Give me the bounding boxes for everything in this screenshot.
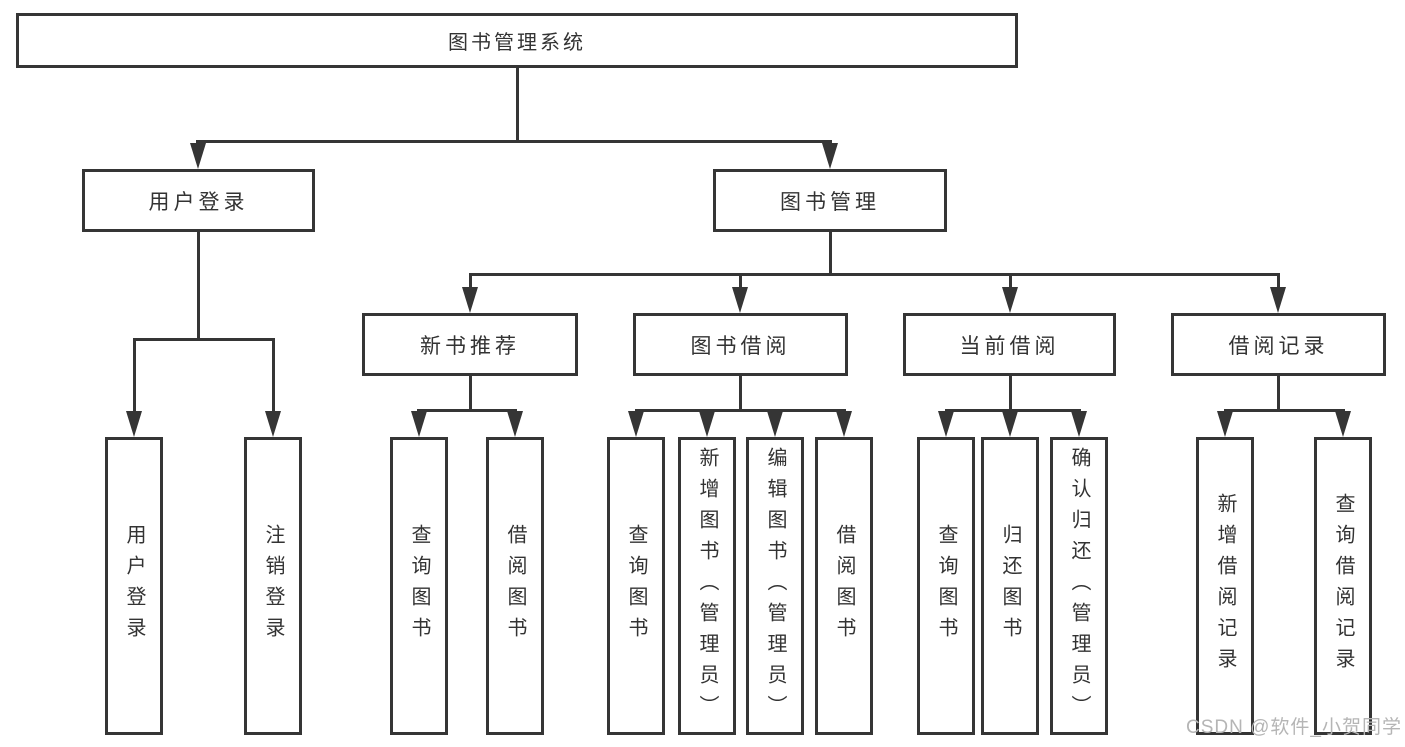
arrowhead-down xyxy=(411,411,427,437)
node-label: 注销登录 xyxy=(262,524,284,648)
leaf-query-books-recommend: 查询图书 xyxy=(390,437,448,735)
node-library-management-system: 图书管理系统 xyxy=(16,13,1018,68)
arrowhead-down xyxy=(507,411,523,437)
connector-stem xyxy=(739,376,742,412)
arrowhead-down xyxy=(732,287,748,313)
node-label: 借阅图书 xyxy=(833,524,855,648)
arrowhead-down xyxy=(1335,411,1351,437)
leaf-query-borrow-record: 查询借阅记录 xyxy=(1314,437,1372,735)
connector-segment xyxy=(133,338,136,415)
connector-rail xyxy=(1224,409,1345,412)
connector-segment xyxy=(1009,273,1012,289)
node-label: 查询图书 xyxy=(408,524,430,648)
node-book-borrowing: 图书借阅 xyxy=(633,313,848,376)
leaf-return-books: 归还图书 xyxy=(981,437,1039,735)
node-label: 图书借阅 xyxy=(690,334,791,358)
arrowhead-down xyxy=(1217,411,1233,437)
arrowhead-down xyxy=(938,411,954,437)
arrowhead-down xyxy=(836,411,852,437)
node-label: 查询借阅记录 xyxy=(1332,493,1354,679)
connector-level2-rail xyxy=(469,273,1280,276)
node-label: 查询图书 xyxy=(935,524,957,648)
arrowhead-down xyxy=(190,143,206,169)
node-user-login: 用户登录 xyxy=(82,169,315,232)
connector-rail xyxy=(417,409,517,412)
node-label: 当前借阅 xyxy=(959,334,1060,358)
arrowhead-down xyxy=(126,411,142,437)
node-label: 归还图书 xyxy=(999,524,1021,648)
connector-user-login-stem xyxy=(197,232,200,341)
leaf-logout: 注销登录 xyxy=(244,437,302,735)
leaf-user-login: 用户登录 xyxy=(105,437,163,735)
node-borrowing-records: 借阅记录 xyxy=(1171,313,1386,376)
connector-segment xyxy=(272,338,275,415)
connector-level1-rail xyxy=(196,140,832,143)
leaf-query-books-current: 查询图书 xyxy=(917,437,975,735)
arrowhead-down xyxy=(767,411,783,437)
node-label: 确认归还（管理员） xyxy=(1068,446,1090,726)
connector-stem xyxy=(469,376,472,412)
connector-segment xyxy=(1277,273,1280,289)
node-label: 借阅记录 xyxy=(1228,334,1329,358)
node-current-borrowing: 当前借阅 xyxy=(903,313,1116,376)
arrowhead-down xyxy=(1270,287,1286,313)
arrowhead-down xyxy=(822,143,838,169)
leaf-query-books-borrowing: 查询图书 xyxy=(607,437,665,735)
connector-segment xyxy=(739,273,742,289)
arrowhead-down xyxy=(699,411,715,437)
node-label: 用户登录 xyxy=(123,524,145,648)
node-book-management: 图书管理 xyxy=(713,169,947,232)
connector-book-mgmt-stem xyxy=(829,232,832,276)
node-label: 图书管理 xyxy=(780,190,880,214)
arrowhead-down xyxy=(1002,411,1018,437)
connector-user-login-rail xyxy=(133,338,275,341)
connector-rail xyxy=(945,409,1081,412)
leaf-borrow-books-recommend: 借阅图书 xyxy=(486,437,544,735)
connector-segment xyxy=(469,273,472,289)
arrowhead-down xyxy=(628,411,644,437)
node-label: 借阅图书 xyxy=(504,524,526,648)
arrowhead-down xyxy=(265,411,281,437)
arrowhead-down xyxy=(1071,411,1087,437)
arrowhead-down xyxy=(462,287,478,313)
connector-stem xyxy=(1277,376,1280,412)
connector-rail xyxy=(635,409,846,412)
node-label: 用户登录 xyxy=(148,190,249,214)
leaf-add-books-admin: 新增图书（管理员） xyxy=(678,437,736,735)
csdn-watermark: CSDN @软件_小贺同学 xyxy=(1186,717,1402,738)
leaf-borrow-books: 借阅图书 xyxy=(815,437,873,735)
leaf-confirm-return-admin: 确认归还（管理员） xyxy=(1050,437,1108,735)
node-label: 新增借阅记录 xyxy=(1214,493,1236,679)
node-label: 查询图书 xyxy=(625,524,647,648)
node-label: 编辑图书（管理员） xyxy=(764,446,786,726)
node-label: 图书管理系统 xyxy=(448,32,586,54)
leaf-add-borrow-record: 新增借阅记录 xyxy=(1196,437,1254,735)
leaf-edit-books-admin: 编辑图书（管理员） xyxy=(746,437,804,735)
node-new-book-recommend: 新书推荐 xyxy=(362,313,578,376)
node-label: 新书推荐 xyxy=(420,334,520,358)
connector-root-stem xyxy=(516,68,519,143)
arrowhead-down xyxy=(1002,287,1018,313)
node-label: 新增图书（管理员） xyxy=(696,446,718,726)
connector-stem xyxy=(1009,376,1012,412)
